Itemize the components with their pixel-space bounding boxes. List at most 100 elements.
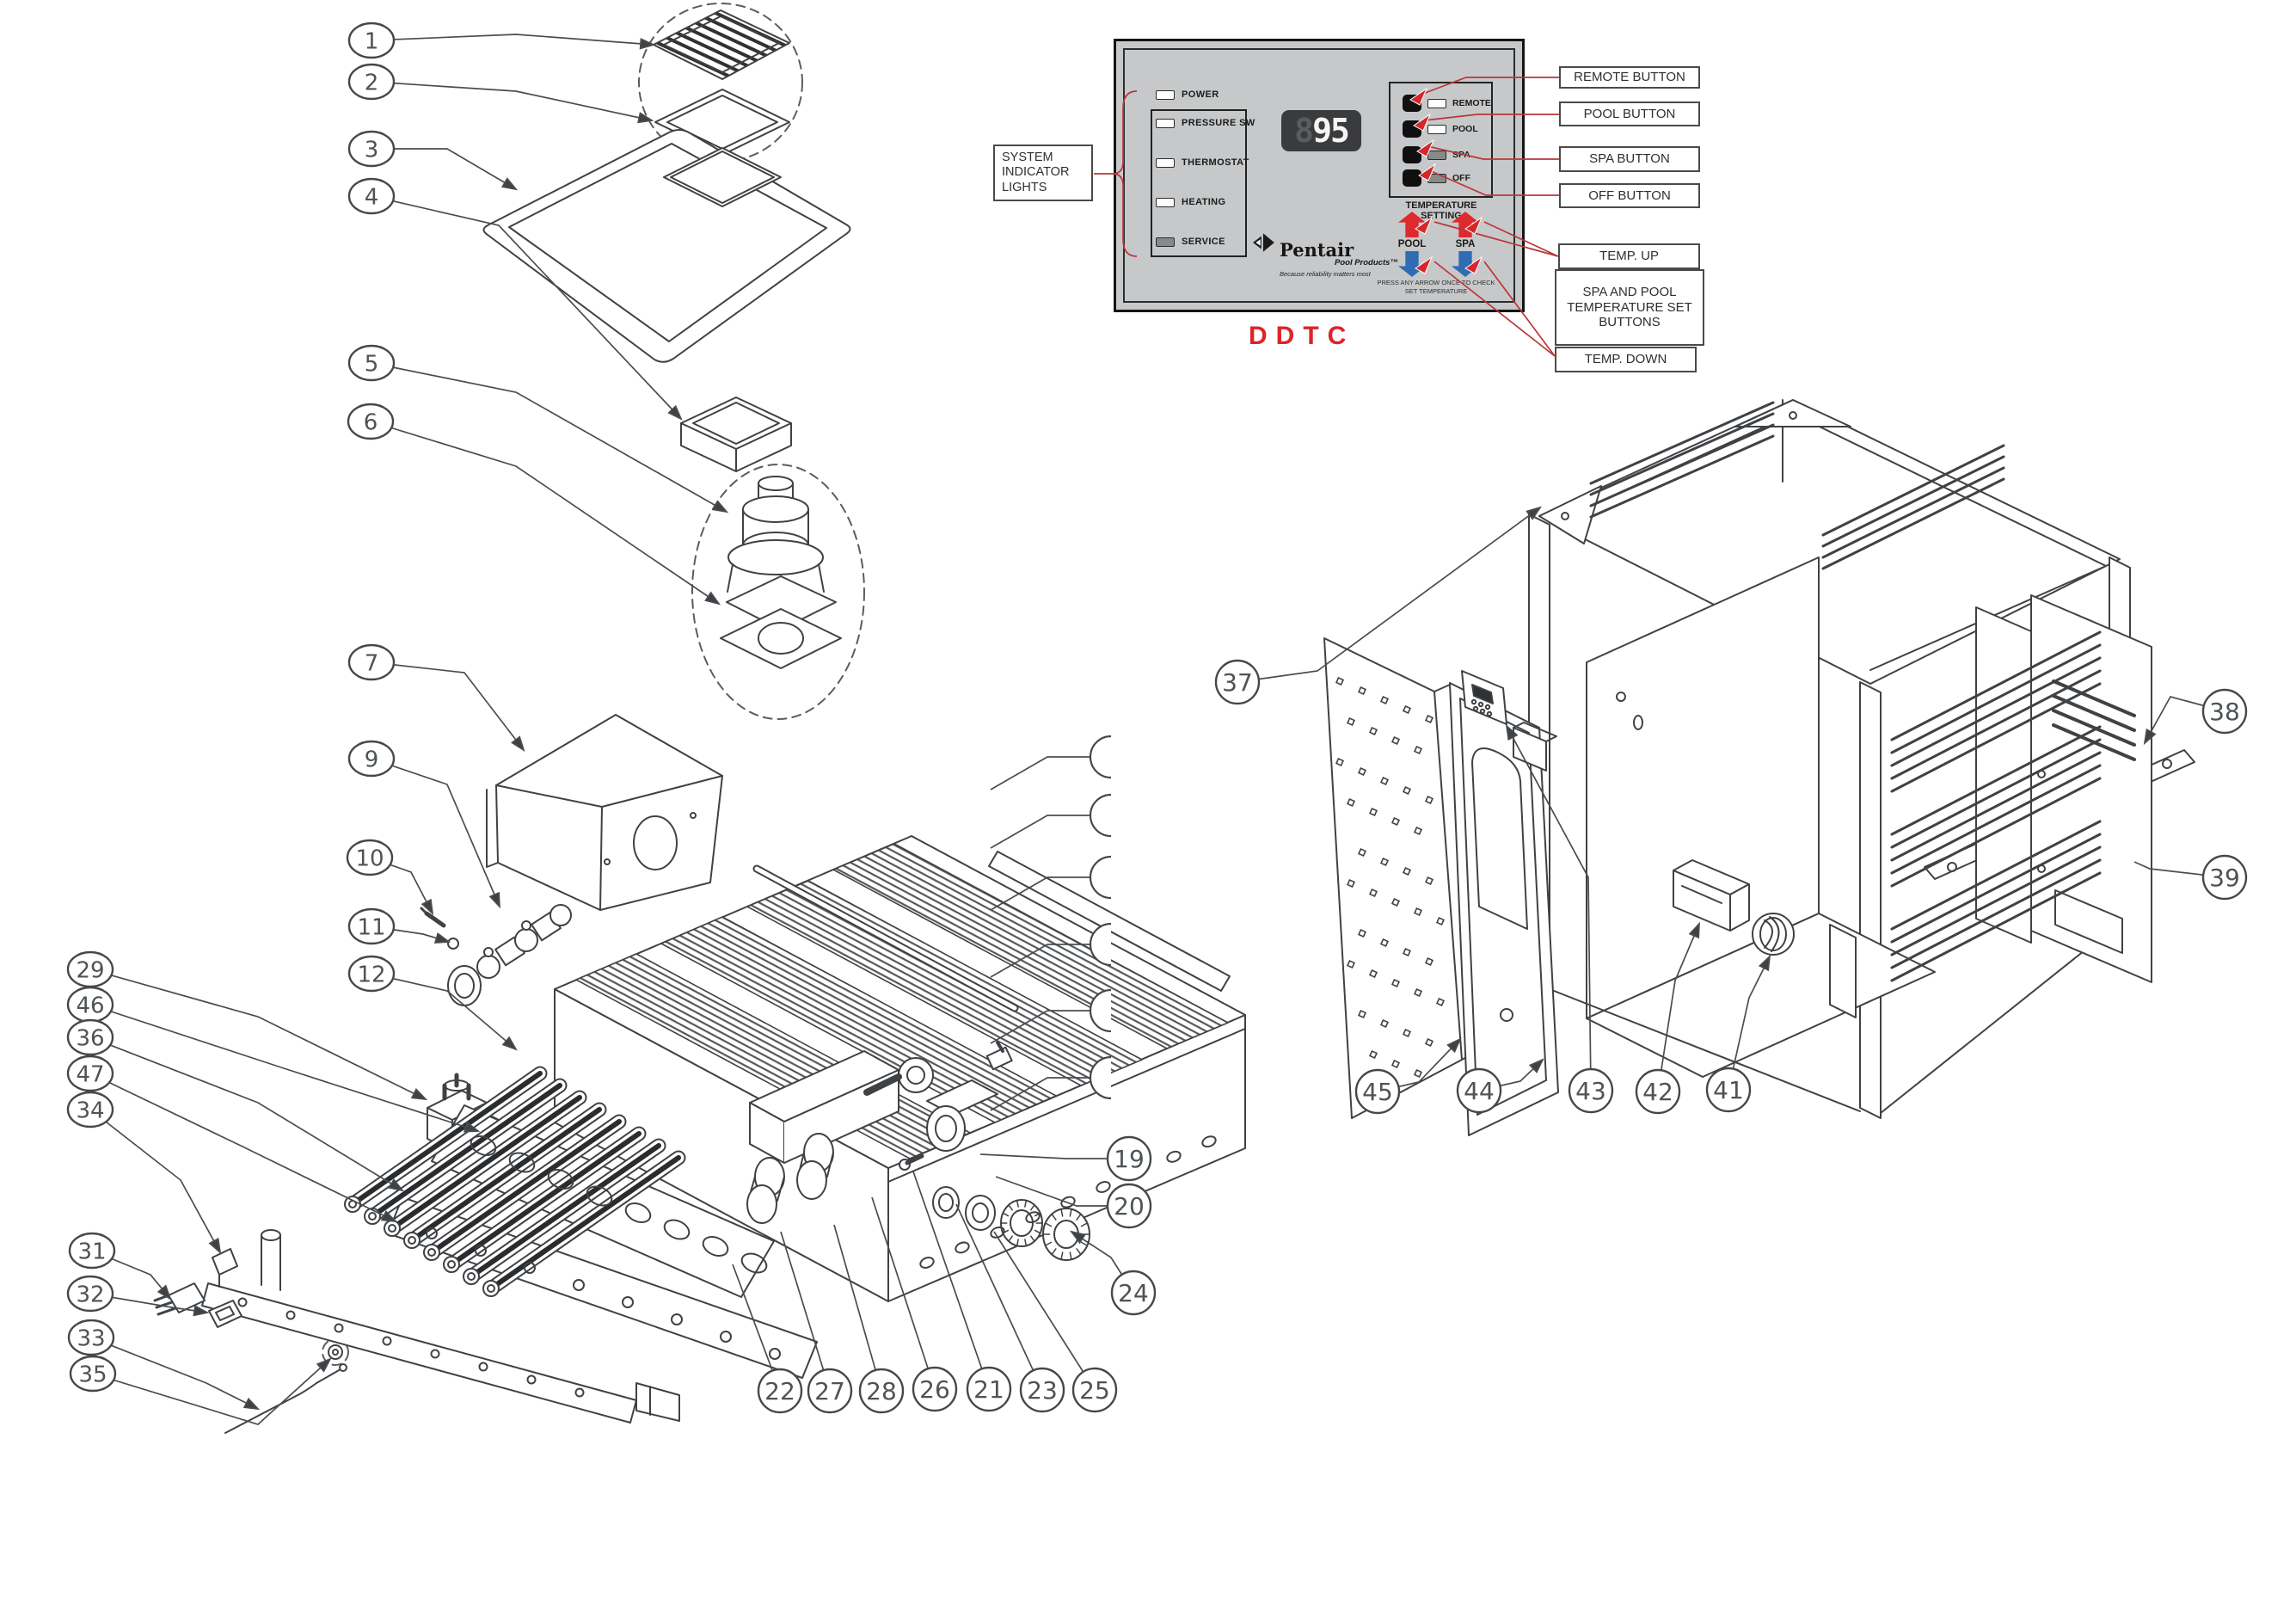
svg-text:46: 46 (76, 993, 104, 1018)
mode-button-remote: REMOTE (1403, 95, 1491, 112)
callout-45: 45 (1354, 1068, 1401, 1115)
button-led (1427, 98, 1446, 108)
callout-23: 23 (1019, 1367, 1065, 1413)
leader-arrowhead (1688, 921, 1700, 939)
svg-text:41: 41 (1713, 1076, 1744, 1104)
svg-text:44: 44 (1464, 1077, 1495, 1105)
svg-text:43: 43 (1575, 1077, 1606, 1105)
callout-44: 44 (1456, 1067, 1502, 1114)
svg-text:47: 47 (76, 1061, 104, 1087)
svg-text:42: 42 (1642, 1078, 1673, 1106)
leader-line (89, 1036, 403, 1191)
leader-line (833, 1224, 882, 1392)
leader-line (89, 969, 427, 1100)
temp-up-arrow-icon (1452, 212, 1479, 237)
callout-35: 35 (69, 1355, 117, 1393)
label-spa-pool-set-buttons: SPA AND POOL TEMPERATURE SET BUTTONS (1555, 269, 1704, 346)
label-temp-up: TEMP. UP (1558, 243, 1700, 269)
callout-4: 4 (347, 177, 396, 215)
leader-line (90, 1337, 259, 1410)
label-temp-down: TEMP. DOWN (1555, 347, 1697, 372)
callout-22: 22 (757, 1368, 803, 1414)
callout-19: 19 (1106, 1135, 1152, 1182)
leader-arrowhead (488, 891, 500, 909)
arrow-group-spa: SPA (1440, 212, 1491, 277)
leader-arrowhead (1505, 723, 1519, 741)
svg-text:34: 34 (76, 1098, 104, 1123)
label-pool-button: POOL BUTTON (1559, 101, 1700, 126)
leader-line (92, 1358, 331, 1425)
callout-6: 6 (347, 403, 395, 440)
leader-arrowhead (193, 1305, 210, 1317)
top-lid (482, 129, 851, 363)
svg-text:20: 20 (1114, 1192, 1145, 1221)
svg-text:21: 21 (973, 1375, 1004, 1404)
front-door (1449, 682, 1559, 1136)
callout-25: 25 (1071, 1367, 1118, 1413)
flue-stack (720, 476, 842, 669)
leader-line (371, 81, 653, 121)
leader-line (955, 1203, 1043, 1391)
svg-text:36: 36 (76, 1025, 104, 1051)
svg-text:7: 7 (365, 650, 379, 676)
callout-27: 27 (807, 1368, 853, 1414)
button-led (1427, 173, 1446, 183)
indicator-service: SERVICE (1156, 237, 1225, 247)
leader-line (1237, 507, 1541, 683)
leader-line (89, 1004, 479, 1132)
leader-line (89, 1109, 221, 1253)
leader-line (871, 1196, 936, 1390)
svg-text:25: 25 (1079, 1376, 1110, 1405)
leader-arrowhead (1446, 1037, 1462, 1054)
leader-arrowhead (1526, 506, 1542, 520)
callout-26: 26 (912, 1366, 958, 1412)
water-manifold (746, 1041, 1090, 1261)
svg-text:11: 11 (357, 914, 385, 940)
label-system-indicator-lights: SYSTEM INDICATOR LIGHTS (993, 145, 1093, 201)
leader-line (993, 1231, 1096, 1391)
button-led (1427, 150, 1446, 160)
temp-down-arrow-icon (1452, 251, 1479, 277)
leader-arrowhead (500, 177, 519, 191)
callout-31: 31 (68, 1232, 116, 1270)
leader-line (371, 34, 654, 46)
svg-text:33: 33 (77, 1325, 105, 1351)
leader-line (89, 1073, 396, 1222)
svg-text:32: 32 (76, 1282, 104, 1307)
indicator-thermostat: THERMOSTAT (1156, 157, 1249, 168)
indicator-led (1156, 237, 1175, 247)
svg-text:28: 28 (866, 1377, 897, 1405)
callout-34: 34 (66, 1091, 114, 1128)
svg-text:45: 45 (1362, 1078, 1393, 1106)
mode-button-off: OFF (1403, 169, 1470, 187)
leader-line (371, 195, 682, 420)
gas-manifold (420, 904, 572, 1006)
callout-arc (1089, 988, 1112, 1033)
leader-arrowhead (421, 898, 434, 916)
leader-arrowhead (1758, 954, 1771, 972)
leader-arrowhead (2143, 728, 2157, 746)
sensor-wire (224, 1363, 347, 1434)
callout-38: 38 (2201, 688, 2248, 735)
mode-button-spa: SPA (1403, 146, 1470, 163)
leader-arrowhead (380, 1210, 398, 1223)
callout-37: 37 (1214, 659, 1261, 705)
leader-arrowhead (704, 591, 721, 606)
button-led (1427, 124, 1446, 134)
leader-arrowhead (242, 1397, 261, 1411)
svg-text:12: 12 (357, 962, 385, 987)
indicator-power: POWER (1156, 89, 1219, 100)
bypass-pipe (752, 851, 1231, 1012)
callout-1: 1 (347, 22, 396, 59)
pilot-bracket (208, 1300, 242, 1328)
leader-line (371, 148, 517, 190)
small-box (1513, 722, 1557, 772)
callout-arc (1089, 922, 1112, 967)
button-key (1403, 169, 1421, 187)
temp-up-arrow-icon (1398, 212, 1426, 237)
pilot-orifice (328, 1344, 343, 1360)
